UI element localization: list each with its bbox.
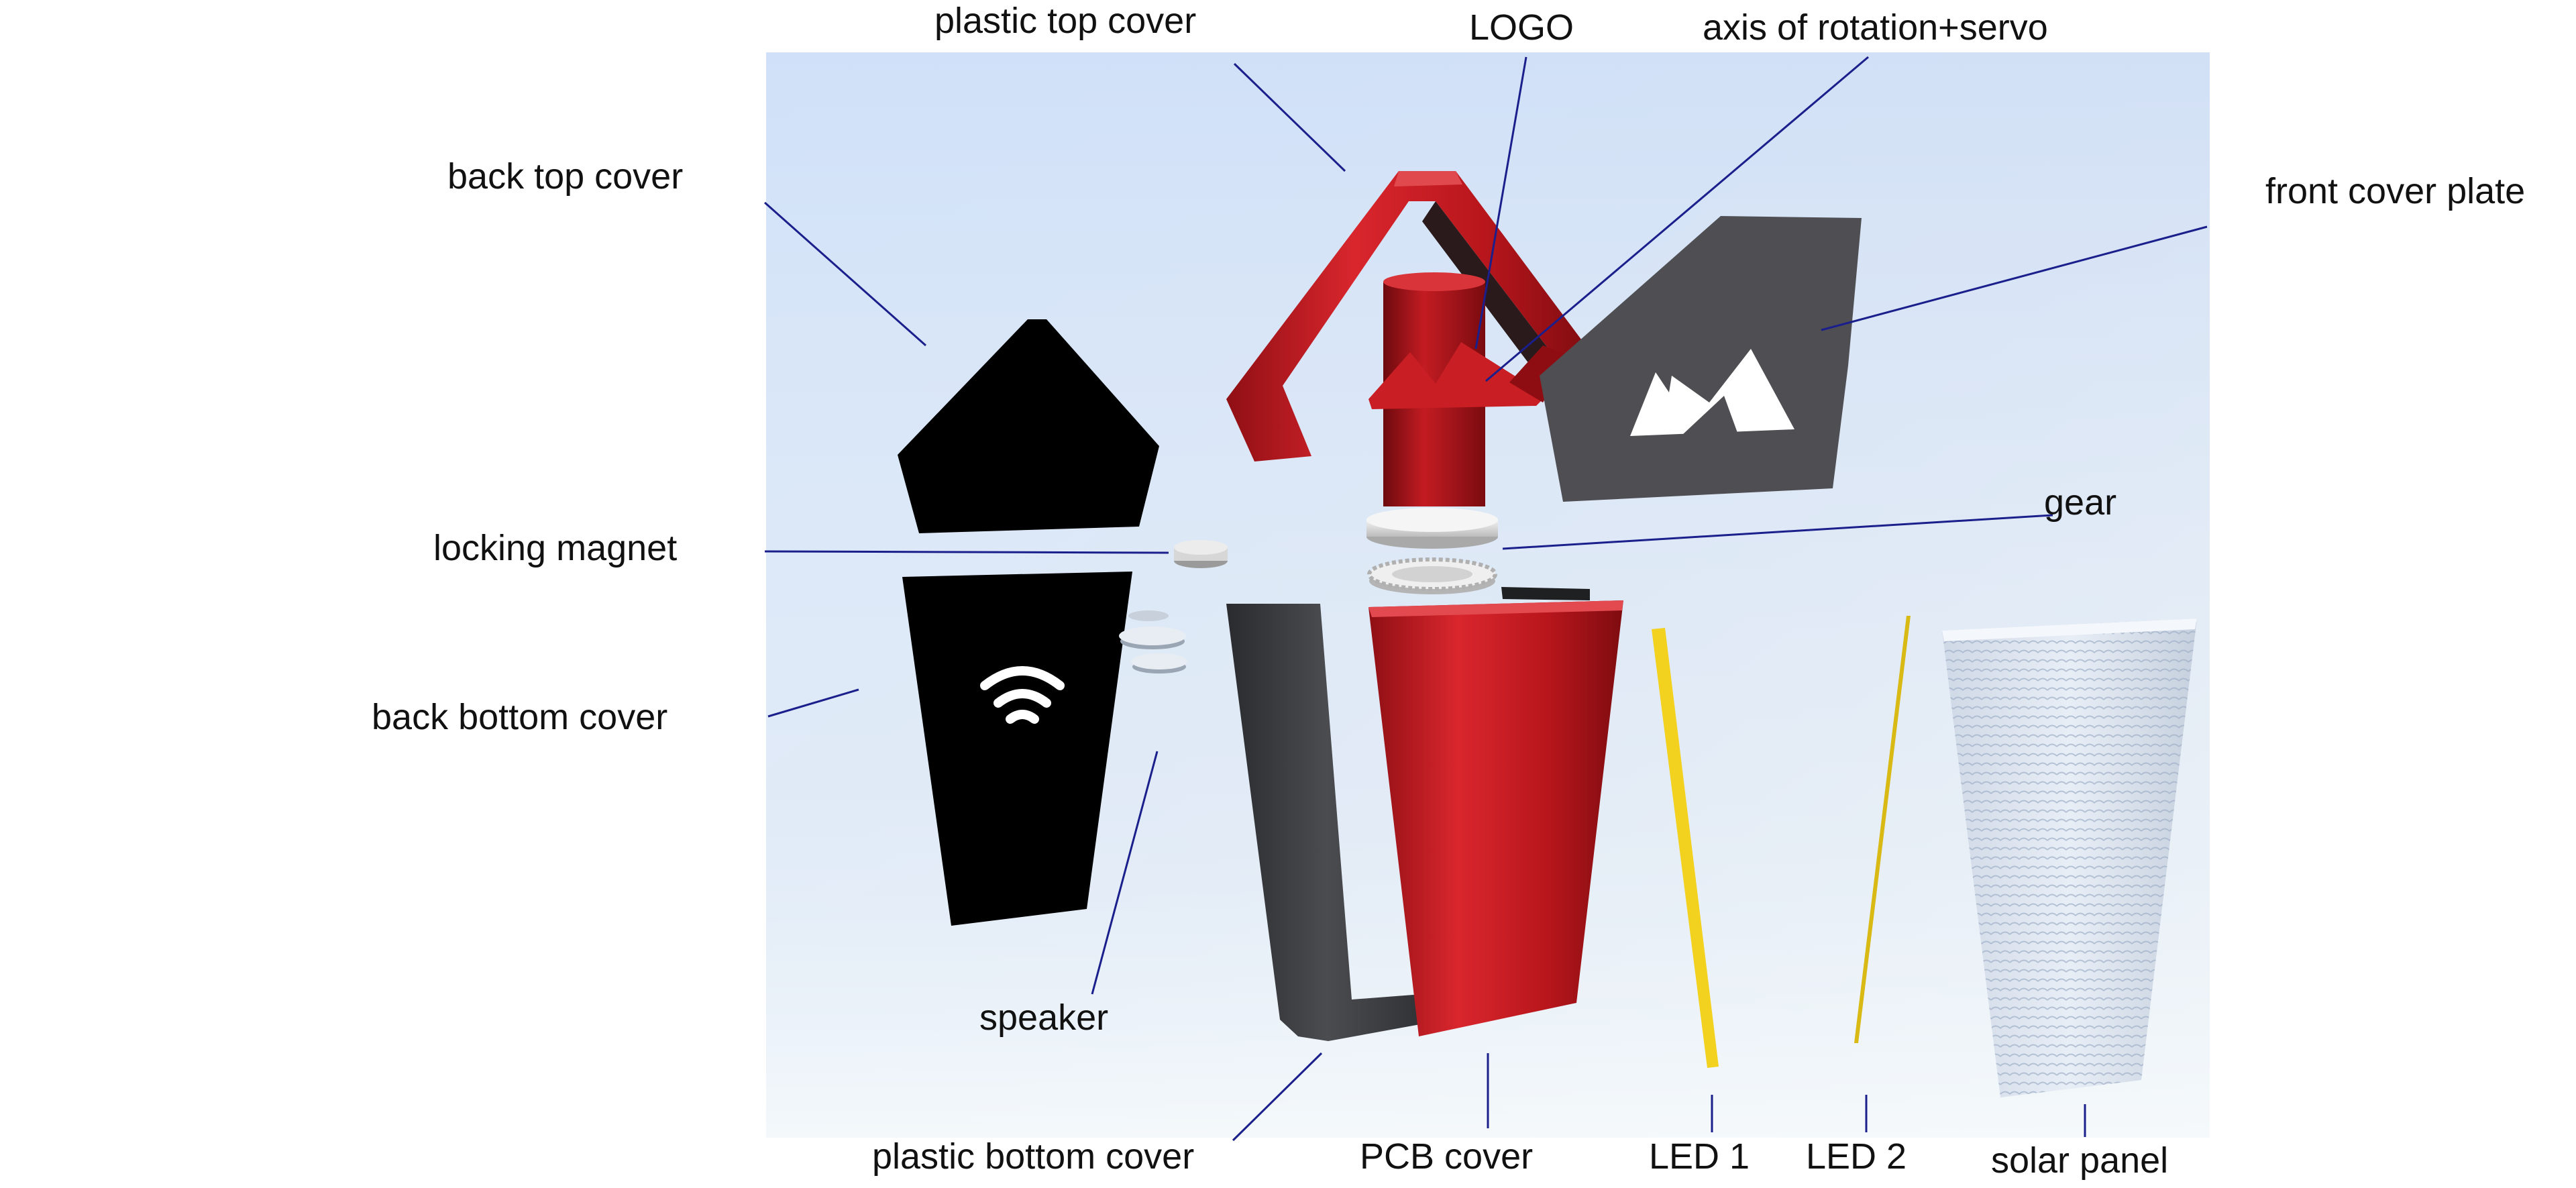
label-logo: LOGO xyxy=(1469,7,1574,48)
label-plastic-top-cover: plastic top cover xyxy=(934,1,1197,41)
leader-back-bottom-cover xyxy=(767,688,859,718)
plastic-bottom-cover-part xyxy=(1226,587,1590,1041)
label-plastic-bottom-cover: plastic bottom cover xyxy=(872,1136,1195,1177)
gear-part xyxy=(1366,508,1498,594)
leader-front-cover-plate xyxy=(1821,225,2208,331)
leader-logo xyxy=(1474,56,1527,349)
led1-part xyxy=(1652,628,1719,1068)
pcb-cover-part xyxy=(1368,600,1623,1036)
label-locking-magnet: locking magnet xyxy=(433,528,678,568)
locking-magnet-part xyxy=(1174,540,1228,568)
back-top-cover-part xyxy=(898,319,1159,533)
axis-servo-part xyxy=(1368,272,1570,506)
label-back-bottom-cover: back bottom cover xyxy=(372,697,668,737)
leader-axis-servo xyxy=(1485,56,1869,382)
label-solar-panel: solar panel xyxy=(1991,1140,2169,1181)
leader-speaker xyxy=(1091,751,1159,995)
label-led2: LED 2 xyxy=(1806,1136,1907,1177)
wifi-icon xyxy=(980,666,1065,724)
speaker-part xyxy=(1119,610,1187,673)
leader-gear xyxy=(1502,514,2053,550)
label-led1: LED 1 xyxy=(1649,1136,1750,1177)
leader-back-top-cover xyxy=(764,201,926,347)
front-cover-plate-part xyxy=(1540,216,1862,502)
label-gear: gear xyxy=(2044,482,2117,523)
leader-plastic-top-cover xyxy=(1233,62,1346,172)
plastic-top-cover-part xyxy=(1226,171,1593,462)
label-back-top-cover: back top cover xyxy=(447,156,684,197)
label-pcb-cover: PCB cover xyxy=(1360,1136,1534,1177)
back-bottom-cover-part xyxy=(902,572,1132,926)
label-speaker: speaker xyxy=(979,997,1109,1038)
leader-lines xyxy=(764,56,2208,1142)
label-front-cover-plate: front cover plate xyxy=(2265,171,2526,211)
led2-part xyxy=(1854,616,1911,1043)
mountain-logo-icon xyxy=(1368,342,1546,409)
solar-panel-part xyxy=(1942,618,2197,1097)
label-axis-servo: axis of rotation+servo xyxy=(1703,7,2048,48)
leader-locking-magnet xyxy=(764,550,1169,554)
leader-plastic-bottom-cover xyxy=(1232,1052,1323,1142)
